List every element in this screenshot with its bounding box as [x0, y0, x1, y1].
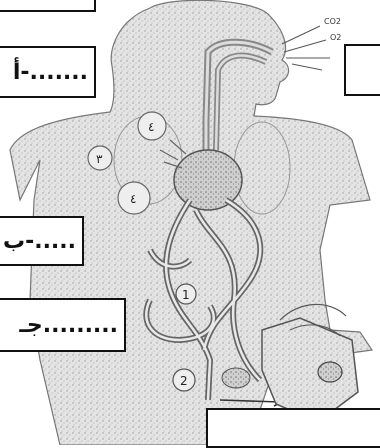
answer-box-top-left[interactable]	[0, 0, 96, 12]
label-box-a[interactable]: أ-.......	[0, 46, 96, 98]
answer-box-right-top[interactable]	[344, 44, 380, 96]
organ-number-4-mid: ٤	[130, 192, 136, 206]
vessel-number-1: 1	[182, 288, 190, 302]
label-box-b[interactable]: ب-.....	[0, 216, 84, 266]
organ-number-4-top: ٤	[148, 120, 154, 134]
label-c-text: جـ.........	[19, 313, 118, 338]
o2-label: O2	[330, 33, 341, 42]
label-a-text: أ-.......	[13, 60, 88, 85]
co2-label: CO2	[324, 17, 341, 26]
gas-exchange-arrows	[282, 26, 330, 70]
label-box-c[interactable]: جـ.........	[0, 298, 126, 352]
cell-nucleus	[318, 362, 342, 382]
label-b-text: ب-.....	[3, 229, 76, 254]
organ-number-3: ٣	[96, 152, 103, 166]
answer-box-bottom[interactable]	[206, 408, 380, 448]
kidney-organ	[222, 368, 250, 388]
lung-right	[234, 122, 290, 214]
vessel-number-2: 2	[180, 374, 188, 388]
